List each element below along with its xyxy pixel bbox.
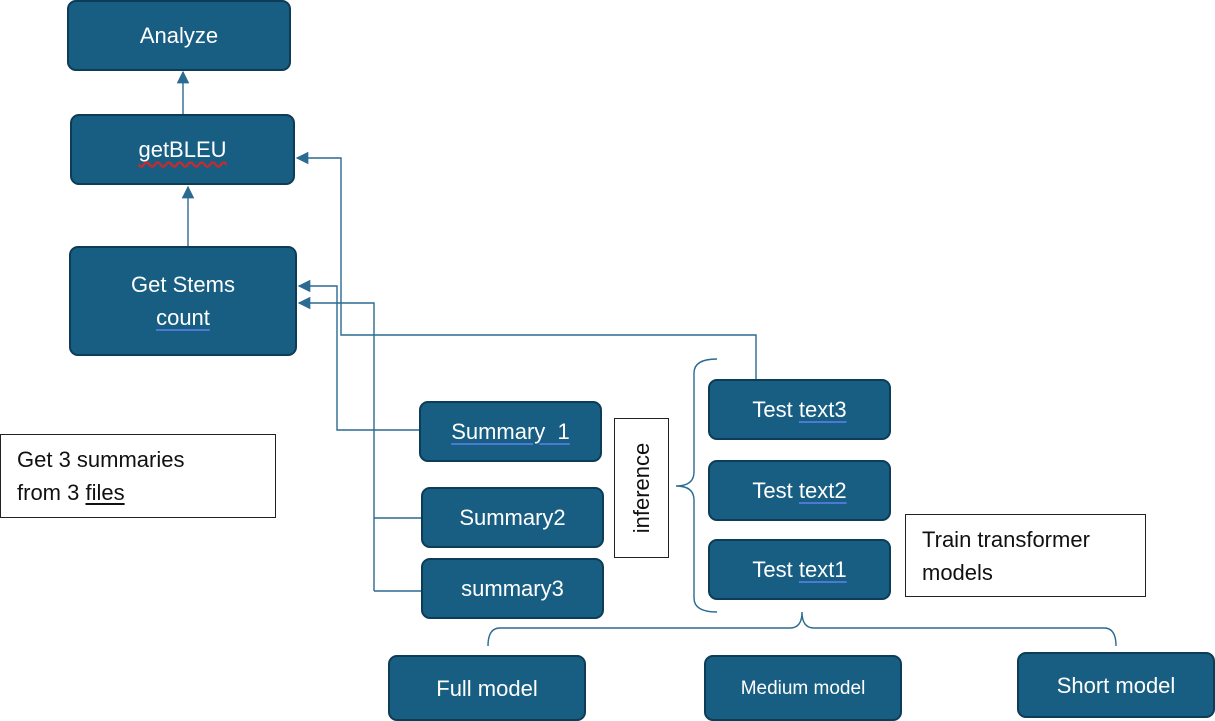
train-note-line1: Train transformer [922, 527, 1090, 552]
test-text1-box: Test text1 [708, 539, 891, 600]
analyze-box: Analyze [67, 0, 291, 71]
summary1-label: Summary 1 [451, 419, 570, 444]
test-text2-label: Test text2 [752, 478, 847, 503]
summary1-box: Summary 1 [419, 401, 602, 462]
summary2-label: Summary2 [459, 505, 566, 530]
medium-model-label: Medium model [740, 677, 866, 699]
medium-model-box: Medium model [704, 655, 902, 721]
inference-label-box: inference [614, 418, 669, 558]
brace-models [487, 611, 1117, 647]
brace-test-texts [675, 358, 718, 613]
summary3-label: summary3 [461, 576, 564, 601]
getbleu-label: getBLEU [138, 137, 227, 162]
arrow-summaries-bus-to-stems [297, 296, 375, 338]
test-text1-label: Test text1 [752, 557, 847, 582]
test-text3-box: Test text3 [708, 379, 891, 440]
analyze-label: Analyze [139, 23, 219, 48]
get-stems-label: Get Stems [131, 272, 235, 297]
train-note-line2: models [922, 560, 993, 585]
summaries-note-line1: Get 3 summaries [17, 447, 185, 472]
summaries-note-files: files [85, 480, 125, 505]
train-note: Train transformer models [905, 514, 1146, 597]
summary2-box: Summary2 [421, 487, 604, 548]
test-text2-box: Test text2 [708, 460, 891, 521]
get-stems-count-box: Get Stems count [69, 246, 297, 356]
test-text3-label: Test text3 [752, 397, 847, 422]
count-label: count [156, 305, 210, 330]
inference-label: inference [628, 442, 654, 534]
summaries-note-from: from 3 [17, 480, 80, 505]
short-model-label: Short model [1056, 672, 1176, 698]
full-model-box: Full model [388, 655, 586, 721]
summaries-note-line2: from 3 files [17, 476, 259, 509]
getbleu-box: getBLEU [70, 114, 295, 185]
summaries-note: Get 3 summaries from 3 files [0, 434, 276, 518]
arrow-testtext3-to-getbleu [295, 151, 757, 380]
arrow-summary1-to-stems [297, 279, 420, 431]
full-model-label: Full model [436, 675, 538, 701]
short-model-box: Short model [1017, 652, 1215, 718]
summary3-box: summary3 [421, 558, 604, 619]
